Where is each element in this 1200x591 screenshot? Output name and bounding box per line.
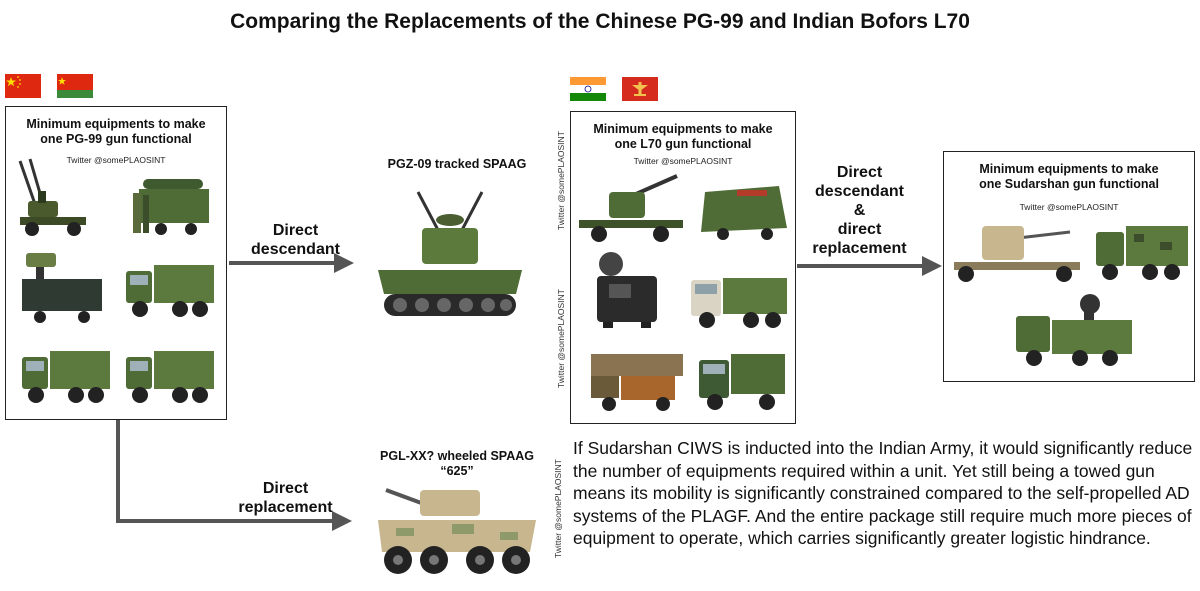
tracked-spaag-icon xyxy=(378,191,522,316)
truck-icon xyxy=(126,351,214,403)
l70-box-handle: Twitter @somePLAOSINT xyxy=(633,156,733,166)
wheeled-spaag-icon xyxy=(378,488,536,574)
sudarshan-box-handle: Twitter @somePLAOSINT xyxy=(1019,202,1119,212)
india-flag-icon xyxy=(570,77,606,101)
sudarshan-box-title: Minimum equipments to make one Sudarshan… xyxy=(979,162,1159,191)
page-title: Comparing the Replacements of the Chines… xyxy=(230,10,970,33)
truck-icon xyxy=(126,265,214,317)
china-flag-icon xyxy=(5,74,41,98)
pg99-equipment-box: Minimum equipments to make one PG-99 gun… xyxy=(5,106,227,420)
sudarshan-equipment-box: Minimum equipments to make one Sudarshan… xyxy=(943,151,1195,382)
truck-icon xyxy=(1096,226,1188,280)
watermark-vertical: Twitter @somePLAOSINT xyxy=(553,459,563,558)
watermark-vertical: Twitter @somePLAOSINT xyxy=(556,131,566,230)
explanation-paragraph: If Sudarshan CIWS is inducted into the I… xyxy=(573,438,1193,548)
plagf-flag-icon xyxy=(57,74,93,98)
radar-truck-icon xyxy=(1016,294,1132,366)
indian-army-flag-icon xyxy=(622,77,658,101)
truck-icon xyxy=(691,278,787,328)
truck-icon xyxy=(699,354,785,410)
sudarshan-gun-icon xyxy=(954,226,1080,282)
label-direct-replacement: Direct replacement xyxy=(238,480,333,516)
bofors-l70-gun-icon xyxy=(579,174,683,242)
watermark-vertical: Twitter @somePLAOSINT xyxy=(556,289,566,388)
pglxx-caption: PGL-XX? wheeled SPAAG “625” xyxy=(380,449,534,478)
radar-icon xyxy=(597,252,657,328)
pg99-box-handle: Twitter @somePLAOSINT xyxy=(66,155,166,165)
radar-icon xyxy=(22,253,102,323)
pgz09-caption: PGZ-09 tracked SPAAG xyxy=(387,157,527,171)
l70-equipment-box: Minimum equipments to make one L70 gun f… xyxy=(570,111,796,424)
truck-icon xyxy=(22,351,110,403)
label-direct-descendant: Direct descendant xyxy=(251,222,340,258)
l70-box-title: Minimum equipments to make one L70 gun f… xyxy=(593,122,773,151)
anti-aircraft-gun-icon xyxy=(18,158,86,236)
truck-icon xyxy=(591,354,683,411)
arrow-direct-replacement xyxy=(116,420,352,531)
label-descendant-and-replacement: Direct descendant & direct replacement xyxy=(812,164,907,257)
generator-truck-icon xyxy=(701,186,787,240)
pg99-box-title: Minimum equipments to make one PG-99 gun… xyxy=(26,117,206,146)
fire-control-vehicle-icon xyxy=(133,179,209,235)
